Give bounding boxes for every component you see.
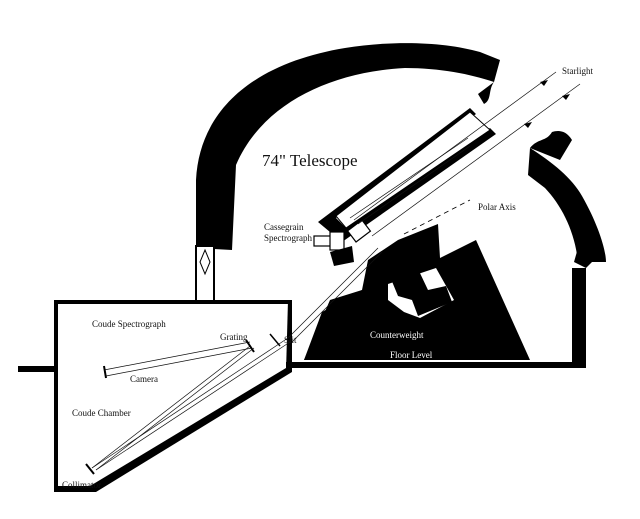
label-polar-axis: Polar Axis — [478, 202, 516, 212]
label-camera: Camera — [130, 374, 158, 384]
floor-level-line — [286, 362, 586, 368]
coude-light-path — [85, 247, 383, 475]
polar-axis-line — [403, 199, 471, 235]
coude-chamber-walls — [18, 300, 292, 492]
cassegrain-spectrograph — [313, 231, 354, 266]
label-counterweight: Counterweight — [370, 330, 424, 340]
dome-base-right — [572, 248, 592, 366]
vent-tower — [195, 245, 215, 303]
label-starlight: Starlight — [562, 66, 593, 76]
diagram-title: 74" Telescope — [262, 151, 358, 170]
label-coude-spectrograph: Coude Spectrograph — [92, 319, 166, 329]
label-grating: Grating — [220, 332, 248, 342]
label-cassegrain-line2: Spectrograph — [264, 233, 312, 243]
label-floor-level: Floor Level — [390, 350, 433, 360]
label-slit: Slit — [284, 335, 297, 345]
label-coude-chamber: Coude Chamber — [72, 408, 131, 418]
telescope-tube — [318, 108, 496, 243]
dome — [196, 43, 606, 262]
label-collimator: Collimator — [62, 480, 101, 490]
starlight-rays — [353, 71, 581, 237]
counterweight — [384, 252, 452, 316]
label-cassegrain-line1: Cassegrain — [264, 222, 304, 232]
